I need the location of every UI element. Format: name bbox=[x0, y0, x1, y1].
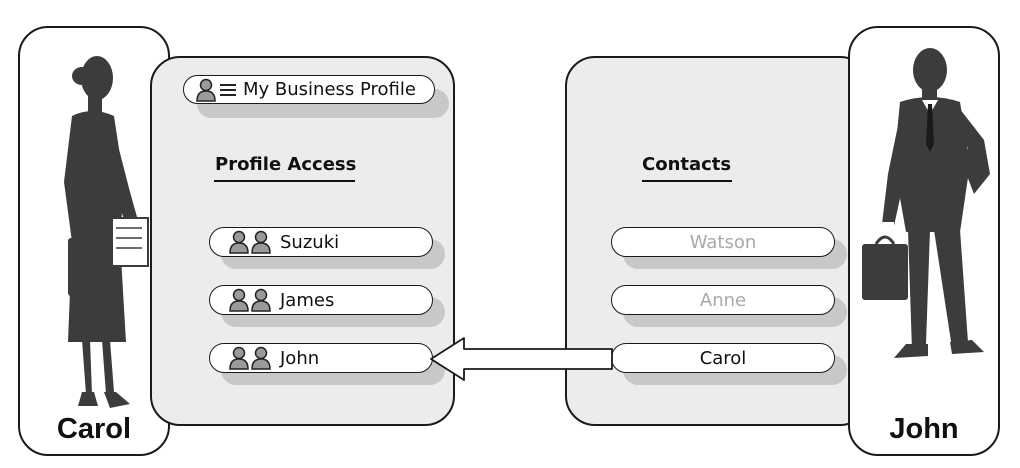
menu-lines-icon bbox=[220, 83, 236, 96]
contact-item-carol[interactable]: Carol bbox=[611, 343, 847, 385]
profile-access-item-label: James bbox=[280, 289, 335, 311]
profile-access-item-john[interactable]: John bbox=[209, 343, 445, 385]
contacts-underline bbox=[642, 180, 732, 182]
contact-item-label: Anne bbox=[699, 289, 747, 311]
two-people-icon bbox=[228, 230, 272, 254]
share-arrow-icon bbox=[430, 337, 613, 381]
contact-item-watson[interactable]: Watson bbox=[611, 227, 847, 269]
profile-access-item-label: Suzuki bbox=[280, 231, 340, 253]
woman-silhouette-icon bbox=[64, 56, 149, 408]
person-name-left: Carol bbox=[56, 413, 132, 445]
contacts-heading: Contacts bbox=[642, 154, 732, 175]
profile-access-heading: Profile Access bbox=[215, 154, 357, 175]
profile-access-item-label: John bbox=[280, 347, 320, 369]
business-profile-pill[interactable]: My Business Profile bbox=[183, 75, 449, 118]
person-icon bbox=[196, 78, 216, 102]
contact-item-label: Watson bbox=[689, 231, 757, 253]
two-people-icon bbox=[228, 346, 272, 370]
profile-access-item-suzuki[interactable]: Suzuki bbox=[209, 227, 445, 269]
contact-item-label: Carol bbox=[699, 347, 747, 369]
person-card-carol: Carol bbox=[18, 26, 170, 456]
business-profile-label: My Business Profile bbox=[243, 79, 416, 100]
profile-access-underline bbox=[214, 180, 355, 182]
person-card-john: John bbox=[848, 26, 1000, 456]
man-silhouette-icon bbox=[862, 48, 990, 358]
profile-access-item-james[interactable]: James bbox=[209, 285, 445, 327]
contact-item-anne[interactable]: Anne bbox=[611, 285, 847, 327]
person-name-right: John bbox=[889, 413, 959, 445]
two-people-icon bbox=[228, 288, 272, 312]
